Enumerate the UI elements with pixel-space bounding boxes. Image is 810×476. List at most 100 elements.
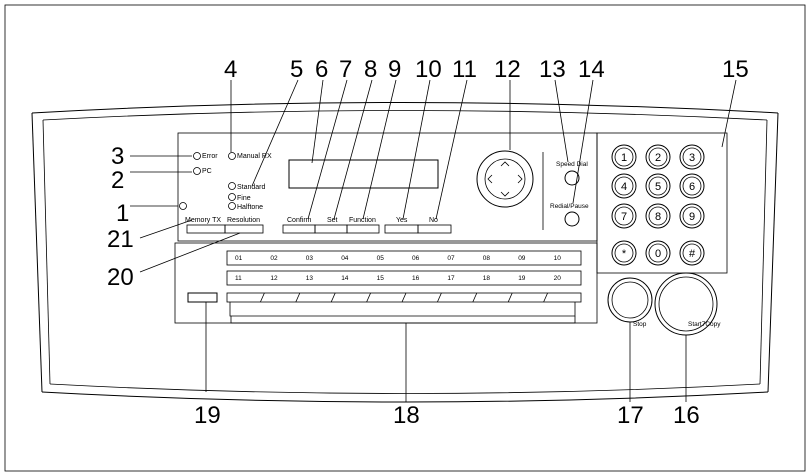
one-touch-divider (330, 292, 336, 303)
keypad-key[interactable]: * (611, 240, 637, 266)
one-touch-key[interactable] (510, 285, 545, 289)
standard-label: Standard (237, 184, 266, 191)
keypad-key-outer[interactable] (679, 173, 705, 199)
keypad-key-outer[interactable] (611, 203, 637, 229)
one-touch-key[interactable] (439, 285, 474, 289)
memory-tx-button[interactable] (186, 224, 226, 234)
keypad-key-inner (648, 243, 668, 263)
one-touch-key[interactable] (475, 265, 510, 269)
cover-release-button[interactable] (187, 292, 218, 303)
one-touch-key[interactable] (510, 265, 545, 269)
set-button[interactable] (314, 224, 348, 234)
resolution-button[interactable] (224, 224, 264, 234)
one-touch-key[interactable] (546, 265, 581, 269)
keypad-key-label: 0 (655, 248, 661, 260)
one-touch-divider (543, 292, 548, 303)
callout-9: 9 (388, 56, 401, 83)
keypad-key[interactable]: 6 (679, 173, 705, 199)
pc-label: PC (202, 168, 212, 175)
keypad-key-outer[interactable] (645, 173, 671, 199)
confirm-button[interactable] (282, 224, 316, 234)
one-touch-key[interactable] (333, 265, 368, 269)
keypad-key-outer[interactable] (611, 173, 637, 199)
keypad-key-outer[interactable] (679, 203, 705, 229)
navigation-wheel[interactable] (476, 150, 534, 208)
callout-2: 2 (111, 167, 124, 194)
keypad-key[interactable]: 8 (645, 203, 671, 229)
keypad-key-label: 2 (655, 152, 661, 164)
panel-inner-bottom (49, 383, 761, 394)
function-button[interactable] (346, 224, 380, 234)
one-touch-divider (472, 292, 478, 303)
callout-3: 3 (111, 143, 124, 170)
keypad-key[interactable]: 0 (645, 240, 671, 266)
keypad-key-outer[interactable] (645, 203, 671, 229)
one-touch-label: 18 (483, 275, 491, 282)
keypad-key[interactable]: 3 (679, 144, 705, 170)
panel-left-edge (31, 112, 43, 393)
keypad-key[interactable]: 4 (611, 173, 637, 199)
one-touch-row (226, 250, 582, 266)
panel-inner-top (42, 110, 768, 121)
one-touch-key[interactable] (227, 265, 262, 269)
stop-button-inner (611, 281, 649, 319)
keypad-key-outer[interactable] (645, 144, 671, 170)
panel-top-edge (31, 102, 779, 114)
keypad-key-outer[interactable] (679, 240, 705, 266)
callout-5: 5 (290, 56, 303, 83)
keypad-key[interactable]: # (679, 240, 705, 266)
stop-label: Stop (633, 321, 647, 328)
keypad-key-outer[interactable] (611, 144, 637, 170)
redial-pause-button[interactable] (564, 211, 580, 227)
callout-8: 8 (364, 56, 377, 83)
one-touch-label: 16 (412, 275, 420, 282)
stop-button[interactable] (607, 277, 653, 323)
keypad-area (596, 132, 728, 274)
keypad-key-outer[interactable] (679, 144, 705, 170)
figure-frame (4, 4, 806, 472)
one-touch-key[interactable] (369, 265, 404, 269)
keypad-key-label: 3 (689, 152, 695, 164)
one-touch-label: 14 (341, 275, 349, 282)
lcd-display (288, 159, 439, 189)
keypad-key-outer[interactable] (645, 240, 671, 266)
resolution-label: Resolution (227, 217, 260, 224)
one-touch-label: 11 (235, 275, 242, 282)
one-touch-key[interactable] (546, 285, 581, 289)
keypad-key-label: 6 (689, 181, 695, 193)
keypad-key-outer[interactable] (611, 240, 637, 266)
keypad-key[interactable]: 5 (645, 173, 671, 199)
keypad-key[interactable]: 9 (679, 203, 705, 229)
one-touch-divider (295, 292, 301, 303)
keypad-key-label: 4 (621, 181, 627, 193)
one-touch-key[interactable] (404, 285, 439, 289)
keypad-key-inner (682, 176, 702, 196)
arrow-down-icon[interactable] (500, 191, 510, 197)
one-touch-key[interactable] (298, 265, 333, 269)
arrow-right-icon[interactable] (517, 174, 523, 184)
arrow-up-icon[interactable] (500, 161, 510, 167)
yes-button[interactable] (384, 224, 419, 234)
keypad-key-label: # (689, 248, 696, 260)
one-touch-divider (366, 292, 371, 303)
keypad-key-label: 7 (621, 211, 627, 223)
one-touch-key[interactable] (439, 265, 474, 269)
one-touch-key[interactable] (404, 265, 439, 269)
one-touch-key[interactable] (333, 285, 368, 289)
one-touch-key[interactable] (262, 265, 297, 269)
no-button[interactable] (417, 224, 452, 234)
one-touch-key[interactable] (262, 285, 297, 289)
one-touch-key[interactable] (369, 285, 404, 289)
keypad-key[interactable]: 1 (611, 144, 637, 170)
keypad-key[interactable]: 7 (611, 203, 637, 229)
one-touch-key[interactable] (298, 285, 333, 289)
arrow-left-icon[interactable] (487, 174, 493, 184)
keypad-key-inner (648, 176, 668, 196)
speed-dial-button[interactable] (564, 170, 580, 186)
callout-17: 17 (617, 402, 644, 429)
function-label: Function (349, 217, 376, 224)
keypad-key[interactable]: 2 (645, 144, 671, 170)
one-touch-key[interactable] (475, 285, 510, 289)
one-touch-key[interactable] (227, 285, 262, 289)
